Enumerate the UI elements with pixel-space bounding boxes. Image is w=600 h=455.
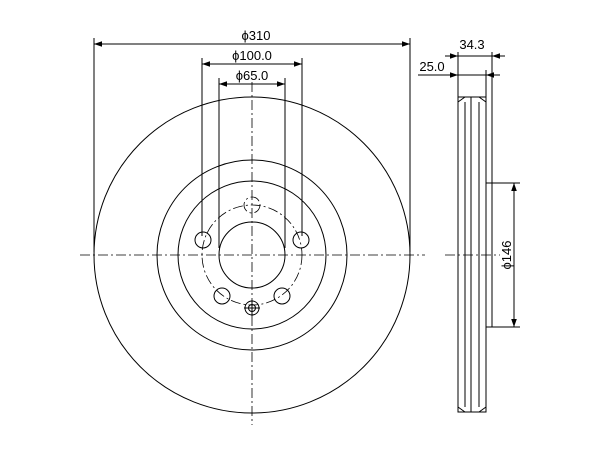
hat-diameter-label: ϕ146 (499, 241, 514, 270)
side-view (445, 96, 500, 413)
bolt-hole-right (292, 231, 310, 249)
bolt-hole-lower-right (273, 287, 291, 305)
thickness-label: 25.0 (419, 59, 444, 74)
pcd-label: ϕ100.0 (232, 48, 272, 63)
front-dimensions: ϕ310 ϕ100.0 ϕ65.0 (93, 28, 411, 252)
side-dimensions: 34.3 25.0 ϕ146 (418, 37, 520, 328)
hat-profile (486, 182, 493, 328)
bolt-hole-left (194, 231, 212, 249)
outer-rim-circle (93, 96, 411, 414)
outer-diameter-label: ϕ310 (242, 28, 271, 43)
friction-ring-inner-circle (156, 159, 348, 351)
front-view (80, 82, 425, 425)
bolt-hole-lower-left (213, 287, 231, 305)
friction-ring-outline (457, 96, 487, 413)
bolt-hole-top-hidden (243, 196, 261, 214)
hat-outer-circle (177, 180, 327, 330)
bore-label: ϕ65.0 (236, 68, 269, 83)
locating-screw-hole (244, 300, 260, 316)
center-bore-circle (218, 221, 286, 289)
height-label: 34.3 (459, 37, 484, 52)
